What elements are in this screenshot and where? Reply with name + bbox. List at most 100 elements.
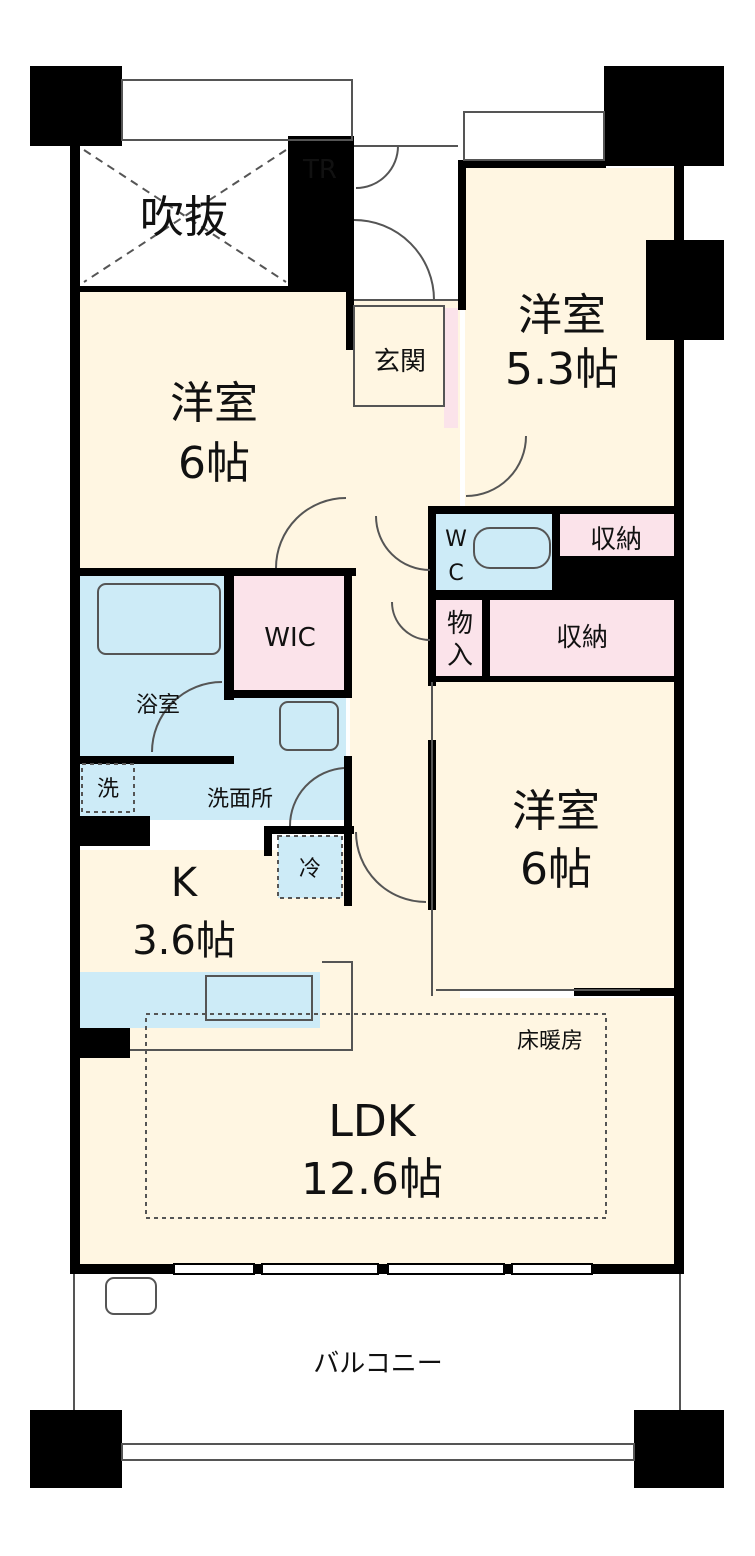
wall-wash-bottom xyxy=(80,816,150,846)
western-53-name: 洋室 xyxy=(518,290,606,341)
wc-door-arc xyxy=(375,515,431,571)
bath-label: 浴室 xyxy=(136,693,180,718)
outlines xyxy=(73,79,681,1461)
western-6a-name: 洋室 xyxy=(170,378,258,429)
genkan-floor xyxy=(354,306,444,406)
ldk-size: 12.6帖 xyxy=(301,1154,443,1205)
wall-6b-top xyxy=(428,676,684,682)
storage-top-label: 収納 xyxy=(590,525,642,555)
wash-door-arc xyxy=(288,767,345,827)
wall-corridor-left xyxy=(346,290,354,350)
wall-storage-band xyxy=(552,556,682,596)
bathtub xyxy=(97,583,221,655)
western-6b-size: 6帖 xyxy=(520,844,592,895)
monoire-label-2: 入 xyxy=(447,641,473,671)
fridge-floor xyxy=(278,836,342,898)
genkan-strip xyxy=(444,308,458,428)
fridge-box xyxy=(277,835,343,899)
ldk-window-2 xyxy=(261,1263,379,1275)
wall-bath-right xyxy=(224,568,234,700)
wall-6b-bottom xyxy=(574,988,684,996)
washer-label: 洗 xyxy=(97,777,119,802)
genkan-label: 玄関 xyxy=(374,347,426,377)
wall-bath-bottom xyxy=(80,756,234,764)
wic-label: WIC xyxy=(264,623,316,653)
western-53-size: 5.3帖 xyxy=(505,344,619,395)
wall-6a-bottom xyxy=(80,568,356,576)
kitchen-counter-edge xyxy=(130,961,353,1051)
fukinuke-cross-1 xyxy=(83,149,287,283)
ldk-windows xyxy=(173,1263,593,1275)
pillar-bottom-left xyxy=(30,1410,122,1488)
wall-wic-bottom xyxy=(224,690,352,698)
wall-western53-left xyxy=(458,160,466,310)
labels: 吹抜 TR 玄関 洋室 6帖 洋室 5.3帖 W C 収納 物 入 収納 WIC… xyxy=(97,155,642,1379)
balcony-tap xyxy=(105,1277,157,1315)
western-6a-size: 6帖 xyxy=(178,438,250,489)
fukinuke-cross-2 xyxy=(83,149,287,283)
wc-label-w: W xyxy=(445,527,467,552)
washer-box xyxy=(81,763,135,813)
ldk-name: LDK xyxy=(328,1096,416,1147)
balcony-label: バルコニー xyxy=(313,1349,442,1379)
washer-floor xyxy=(82,764,134,812)
balcony-bottom-rail xyxy=(121,1443,635,1461)
western-6b-floor xyxy=(436,680,674,990)
storage-top-floor xyxy=(558,514,674,558)
ldk-window-3 xyxy=(387,1263,505,1275)
western-6b-name: 洋室 xyxy=(512,786,600,837)
ldk-floor xyxy=(80,998,674,1264)
pillar-right-mid xyxy=(646,240,724,340)
fukinuke-label: 吹抜 xyxy=(140,192,228,243)
floor-heating-zone xyxy=(145,1013,607,1219)
wall-western53-top xyxy=(460,160,606,168)
6b-door-arc xyxy=(355,831,427,903)
balcony-top-rail xyxy=(121,79,353,141)
pillar-bottom-right xyxy=(634,1410,724,1488)
window-top-right xyxy=(463,111,605,161)
wall-wash-right xyxy=(344,756,352,826)
toilet-outline xyxy=(473,527,551,569)
kitchen-counter xyxy=(80,972,320,1028)
tr-door-arc xyxy=(355,145,399,189)
storage-mid-floor xyxy=(488,600,674,676)
bath-door-arc xyxy=(151,681,223,753)
washbasin xyxy=(279,701,339,751)
western-6a-floor xyxy=(80,290,350,570)
wc-label-c: C xyxy=(448,561,463,586)
monoire-door-arc xyxy=(391,601,431,641)
wall-monoire-right xyxy=(482,596,490,680)
storage-mid-label: 収納 xyxy=(556,623,608,653)
fridge-label: 冷 xyxy=(299,857,321,882)
sink xyxy=(205,975,313,1021)
wall-fridge-left xyxy=(264,826,272,856)
ldk-window-4 xyxy=(511,1263,593,1275)
wic-floor xyxy=(234,576,346,690)
6a-door-arc xyxy=(275,497,347,569)
wall-tr-block xyxy=(288,136,354,290)
53-door-arc xyxy=(465,435,527,497)
wall-fukinuke-bottom xyxy=(80,286,352,292)
wall-wic-right xyxy=(344,568,352,698)
floor-heating-label: 床暖房 xyxy=(517,1029,583,1054)
genkan-frame xyxy=(353,305,445,407)
entry-door-arc xyxy=(353,219,435,301)
wall-wc-right xyxy=(552,506,560,596)
wc-floor xyxy=(436,514,554,590)
western-53-floor xyxy=(465,168,675,508)
pillar-top-right xyxy=(604,66,724,166)
wall-right xyxy=(674,166,684,1270)
wall-fridge-right xyxy=(344,826,352,906)
wall-left xyxy=(70,146,80,1270)
tr-label: TR xyxy=(302,155,337,185)
monoire-floor xyxy=(436,600,484,676)
ldk-window-1 xyxy=(173,1263,255,1275)
kitchen-name: K xyxy=(171,860,199,906)
wall-wash-bottom2 xyxy=(264,826,354,834)
wall-mid-band xyxy=(428,590,684,600)
monoire-label-1: 物 xyxy=(447,609,473,639)
pillar-top-left xyxy=(30,66,122,146)
washroom-label: 洗面所 xyxy=(207,787,273,812)
wall-kitchen-corner xyxy=(80,1028,130,1058)
